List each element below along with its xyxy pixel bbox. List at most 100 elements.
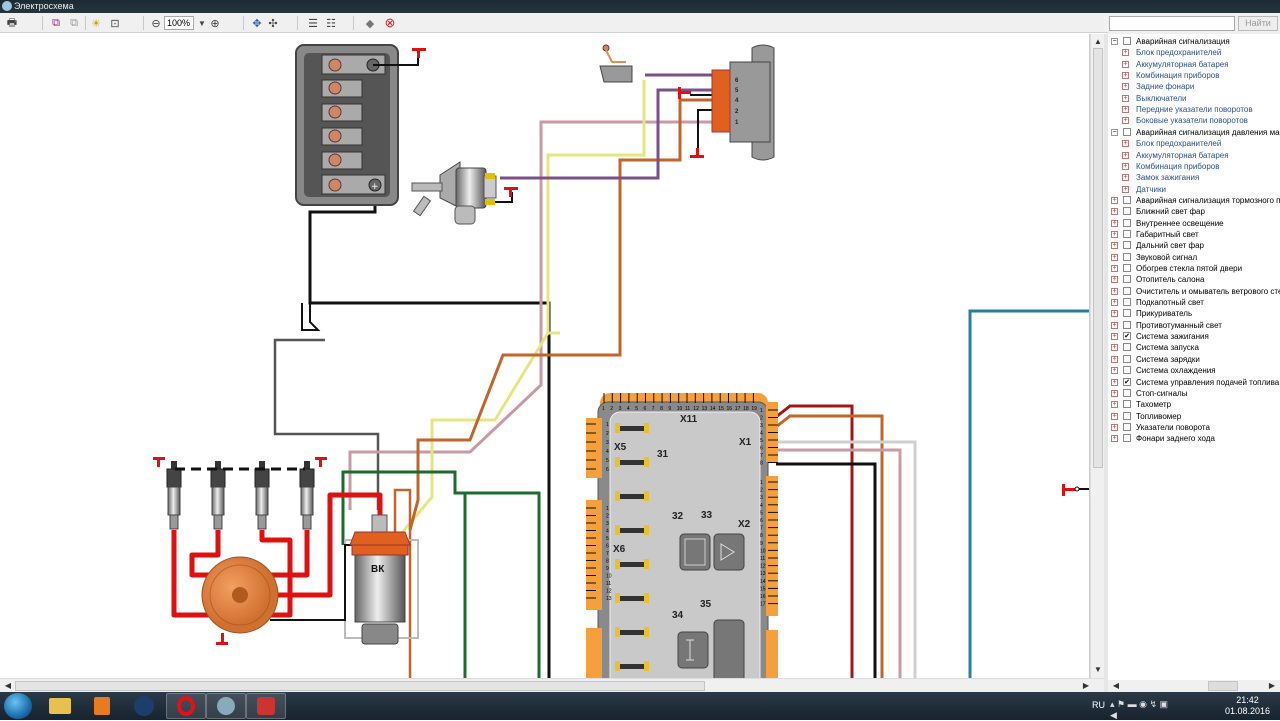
- pan-icon[interactable]: ✣: [268, 17, 278, 30]
- explorer-icon[interactable]: [40, 693, 80, 719]
- tree-checkbox[interactable]: [1123, 275, 1131, 284]
- highlight-icon[interactable]: ☀: [91, 17, 101, 30]
- scroll-left-icon[interactable]: ◀: [1112, 681, 1120, 690]
- scroll-down-icon[interactable]: ▼: [1094, 665, 1102, 674]
- tray-icons[interactable]: ▴ ⚑ ▬ ◉ ↯ ▣ ◀: [1110, 699, 1168, 720]
- zoom-in-icon[interactable]: ⊕: [210, 17, 220, 30]
- checklist-icon[interactable]: ☷: [326, 17, 336, 30]
- tree-checkbox[interactable]: [1123, 37, 1131, 45]
- tree-checkbox[interactable]: [1123, 388, 1131, 397]
- expand-icon[interactable]: +: [1111, 389, 1118, 397]
- search-input[interactable]: [1109, 16, 1235, 31]
- zoom-level-input[interactable]: 100%: [164, 16, 194, 30]
- tree-checkbox[interactable]: [1123, 343, 1131, 352]
- tree-checkbox[interactable]: [1123, 434, 1131, 443]
- tree-checkbox[interactable]: ✔: [1123, 377, 1131, 386]
- expand-icon[interactable]: +: [1111, 423, 1118, 431]
- expand-icon[interactable]: +: [1122, 60, 1129, 68]
- expand-icon[interactable]: +: [1111, 242, 1118, 250]
- tree-checkbox[interactable]: [1123, 422, 1131, 431]
- zoom-out-icon[interactable]: ⊖: [151, 17, 161, 30]
- expand-icon[interactable]: +: [1122, 140, 1129, 148]
- tree-checkbox[interactable]: [1123, 241, 1131, 250]
- expand-icon[interactable]: +: [1111, 401, 1118, 409]
- print-icon[interactable]: 🖶: [6, 16, 18, 29]
- electroscheme-icon[interactable]: [246, 693, 286, 719]
- scroll-up-icon[interactable]: ▲: [1094, 37, 1102, 46]
- expand-icon[interactable]: +: [1122, 94, 1129, 102]
- tree-checkbox[interactable]: [1123, 309, 1131, 318]
- tree-checkbox[interactable]: [1123, 127, 1131, 136]
- close-red-icon[interactable]: ⊗: [384, 15, 396, 30]
- start-button[interactable]: [4, 693, 32, 719]
- tree-checkbox[interactable]: [1123, 195, 1131, 204]
- tree-checkbox[interactable]: ✔: [1123, 332, 1131, 341]
- tree-checkbox[interactable]: [1123, 320, 1131, 329]
- tree-checkbox[interactable]: [1123, 298, 1131, 307]
- tree-checkbox[interactable]: [1123, 252, 1131, 261]
- expand-icon[interactable]: +: [1111, 299, 1118, 307]
- expand-icon[interactable]: +: [1122, 72, 1129, 80]
- expand-icon[interactable]: +: [1122, 151, 1129, 159]
- panel-splitter[interactable]: [1104, 34, 1108, 692]
- tree-checkbox[interactable]: [1123, 411, 1131, 420]
- tree-checkbox[interactable]: [1123, 229, 1131, 238]
- schematic-canvas[interactable]: + 6 5 4 2 1: [0, 34, 1090, 678]
- collapse-icon[interactable]: −: [1111, 38, 1118, 45]
- tree-horizontal-scrollbar[interactable]: ◀ ▶: [1108, 680, 1280, 692]
- tree-checkbox[interactable]: [1123, 366, 1131, 375]
- fit-page-icon[interactable]: ⊡: [110, 17, 120, 30]
- layout-mode-icon[interactable]: ⧉: [52, 16, 60, 29]
- scroll-left-icon[interactable]: ◀: [4, 681, 12, 690]
- expand-icon[interactable]: +: [1111, 412, 1118, 420]
- tree-checkbox[interactable]: [1123, 264, 1131, 272]
- expand-icon[interactable]: +: [1111, 253, 1118, 261]
- tree-checkbox[interactable]: [1123, 286, 1131, 295]
- expand-icon[interactable]: +: [1111, 208, 1118, 216]
- expand-icon[interactable]: +: [1122, 83, 1129, 91]
- expand-icon[interactable]: +: [1111, 344, 1118, 352]
- expand-icon[interactable]: +: [1111, 333, 1118, 341]
- expand-icon[interactable]: +: [1122, 106, 1129, 114]
- car-disc-icon[interactable]: [206, 693, 246, 719]
- steam-icon[interactable]: [124, 693, 164, 719]
- clock[interactable]: 21:42 01.08.2016: [1225, 695, 1270, 717]
- tree-checkbox[interactable]: [1123, 354, 1131, 363]
- tree-checkbox[interactable]: [1123, 218, 1131, 227]
- media-player-icon[interactable]: [82, 693, 122, 719]
- collapse-icon[interactable]: −: [1111, 128, 1118, 136]
- expand-icon[interactable]: +: [1111, 435, 1118, 443]
- expand-icon[interactable]: +: [1122, 185, 1129, 193]
- expand-icon[interactable]: +: [1111, 355, 1118, 363]
- scroll-right-icon[interactable]: ▶: [1082, 681, 1090, 690]
- tree-checkbox[interactable]: [1123, 207, 1131, 216]
- expand-icon[interactable]: +: [1111, 321, 1118, 329]
- layout-mode-alt-icon[interactable]: ⧉: [70, 16, 78, 29]
- canvas-horizontal-scrollbar[interactable]: ◀ ▶: [0, 678, 1104, 692]
- book-icon[interactable]: ◆: [365, 17, 375, 30]
- expand-icon[interactable]: +: [1111, 230, 1118, 238]
- vscroll-thumb[interactable]: [1093, 48, 1103, 468]
- canvas-vertical-scrollbar[interactable]: ▲ ▼: [1090, 34, 1104, 678]
- opera-icon[interactable]: [166, 693, 206, 719]
- select-icon[interactable]: ✥: [252, 17, 262, 30]
- scroll-right-icon[interactable]: ▶: [1268, 681, 1276, 690]
- expand-icon[interactable]: +: [1111, 367, 1118, 375]
- expand-icon[interactable]: +: [1111, 265, 1118, 272]
- expand-icon[interactable]: +: [1111, 287, 1118, 295]
- list-icon[interactable]: ☰: [308, 17, 318, 30]
- expand-icon[interactable]: +: [1111, 219, 1118, 227]
- hscroll-thumb[interactable]: [15, 681, 705, 691]
- expand-icon[interactable]: +: [1122, 49, 1129, 57]
- expand-icon[interactable]: +: [1122, 174, 1129, 182]
- find-button[interactable]: Найти: [1238, 16, 1278, 31]
- zoom-dropdown-icon[interactable]: ▼: [198, 18, 206, 28]
- language-indicator[interactable]: RU: [1092, 700, 1105, 710]
- expand-icon[interactable]: +: [1111, 310, 1118, 318]
- expand-icon[interactable]: +: [1122, 162, 1129, 170]
- tree-checkbox[interactable]: [1123, 400, 1131, 409]
- expand-icon[interactable]: +: [1111, 196, 1118, 204]
- expand-icon[interactable]: +: [1122, 117, 1129, 125]
- expand-icon[interactable]: +: [1111, 378, 1118, 386]
- expand-icon[interactable]: +: [1111, 276, 1118, 284]
